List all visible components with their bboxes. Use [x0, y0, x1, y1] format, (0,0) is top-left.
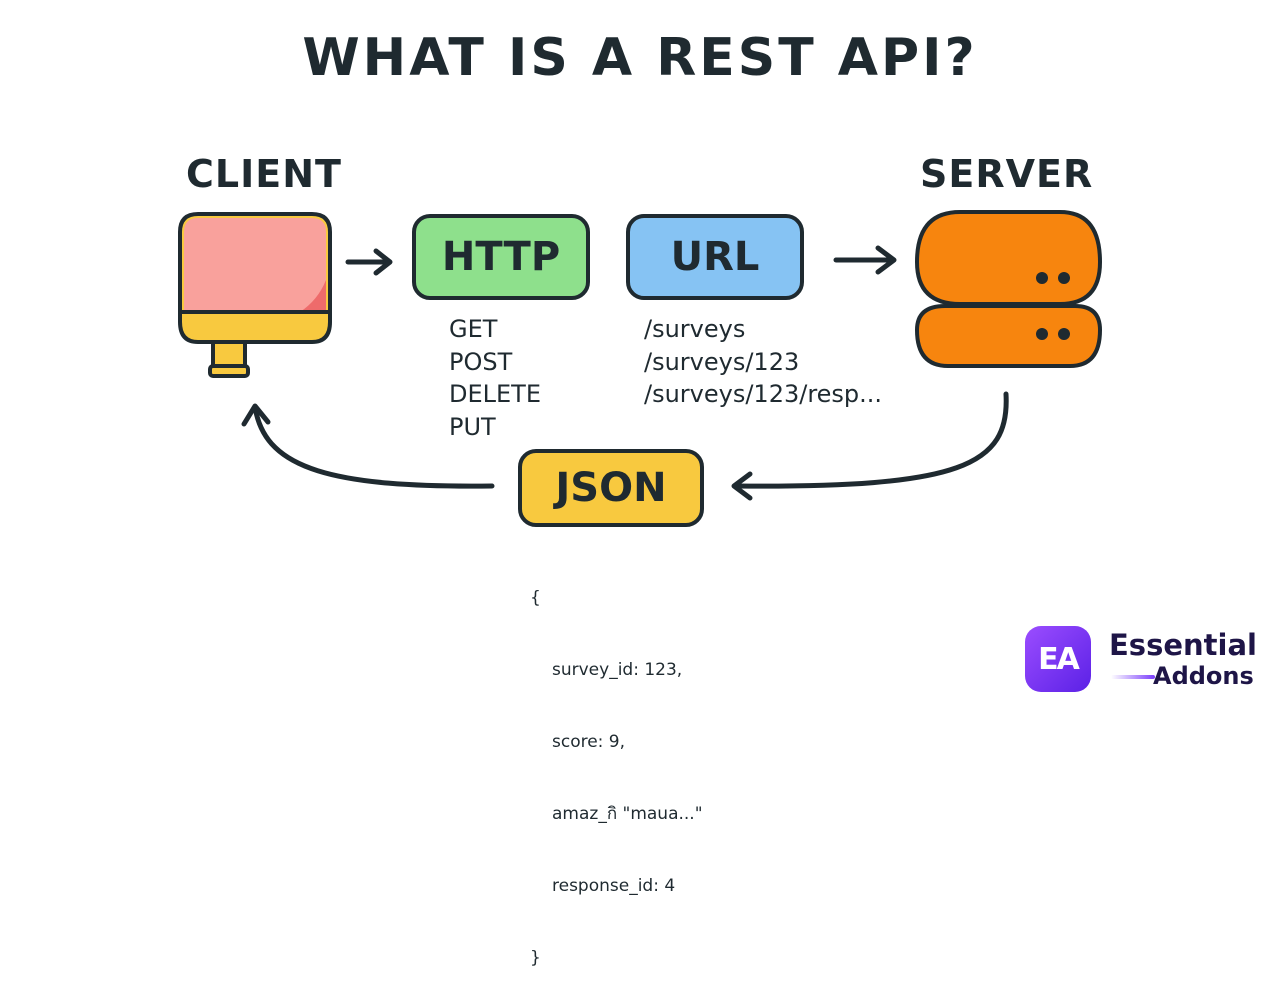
url-paths-list: /surveys /surveys/123 /surveys/123/resp.… — [644, 313, 882, 411]
url-box: URL — [626, 214, 804, 300]
json-open-brace: { — [530, 588, 541, 608]
curved-arrow-icon — [731, 391, 1009, 501]
http-method: POST — [449, 347, 513, 376]
url-path: /surveys — [644, 315, 746, 343]
url-path: /surveys/123/resp... — [644, 380, 883, 408]
json-box: JSON — [518, 449, 704, 527]
curved-arrow-icon — [241, 403, 495, 489]
arrow-right-icon — [345, 248, 393, 276]
arrow-right-icon — [833, 245, 897, 275]
http-box: HTTP — [412, 214, 590, 300]
json-line: amaz_กิ "maua..." — [552, 804, 703, 824]
http-method: DELETE — [449, 380, 542, 408]
logo-wordmark-line2: Addons — [1153, 662, 1254, 690]
rest-api-diagram — [178, 210, 1103, 501]
http-method: PUT — [449, 412, 496, 441]
client-label: CLIENT — [186, 152, 342, 196]
server-icon — [914, 210, 1103, 368]
json-close-brace: } — [530, 948, 541, 968]
page-title: WHAT IS A REST API? — [302, 28, 978, 88]
json-line: score: 9, — [552, 732, 626, 752]
url-path: /surveys/123 — [644, 347, 800, 376]
http-method: GET — [449, 315, 498, 343]
json-line: response_id: 4 — [552, 876, 676, 896]
logo-swoosh — [1111, 675, 1155, 679]
essential-addons-logo: EA Essential Addons — [1025, 626, 1257, 696]
server-label: SERVER — [920, 152, 1094, 196]
json-line: survey_id: 123, — [552, 660, 683, 680]
json-response-body: { survey_id: 123, score: 9, amaz_กิ "mau… — [530, 538, 703, 994]
http-methods-list: GET POST DELETE PUT — [449, 313, 541, 443]
logo-wordmark-line1: Essential — [1109, 628, 1257, 662]
logo-mark-icon: EA — [1025, 626, 1091, 692]
client-monitor-icon — [178, 212, 332, 378]
